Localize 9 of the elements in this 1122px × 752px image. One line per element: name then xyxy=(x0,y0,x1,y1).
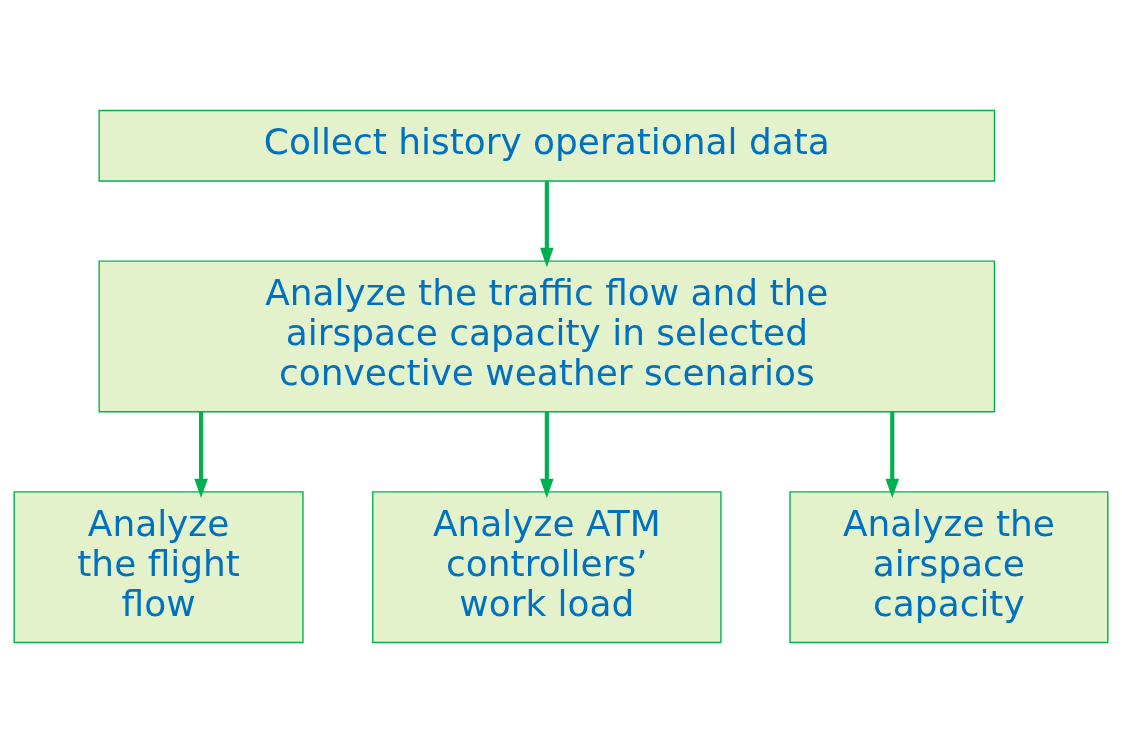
arrow xyxy=(885,411,900,498)
arrow xyxy=(540,411,554,498)
node-box: Analyze the airspace capacity xyxy=(789,490,1109,643)
node-box: Analyze the flight flow xyxy=(13,490,304,643)
arrow xyxy=(194,411,208,498)
node-box: Analyze ATM controllers’ work load xyxy=(372,490,722,643)
arrow xyxy=(540,180,554,267)
node-box: Collect history operational data xyxy=(98,109,996,182)
node-box: Analyze the traffic flow and the airspace capacity in selected convective weather scenarios xyxy=(98,259,996,412)
